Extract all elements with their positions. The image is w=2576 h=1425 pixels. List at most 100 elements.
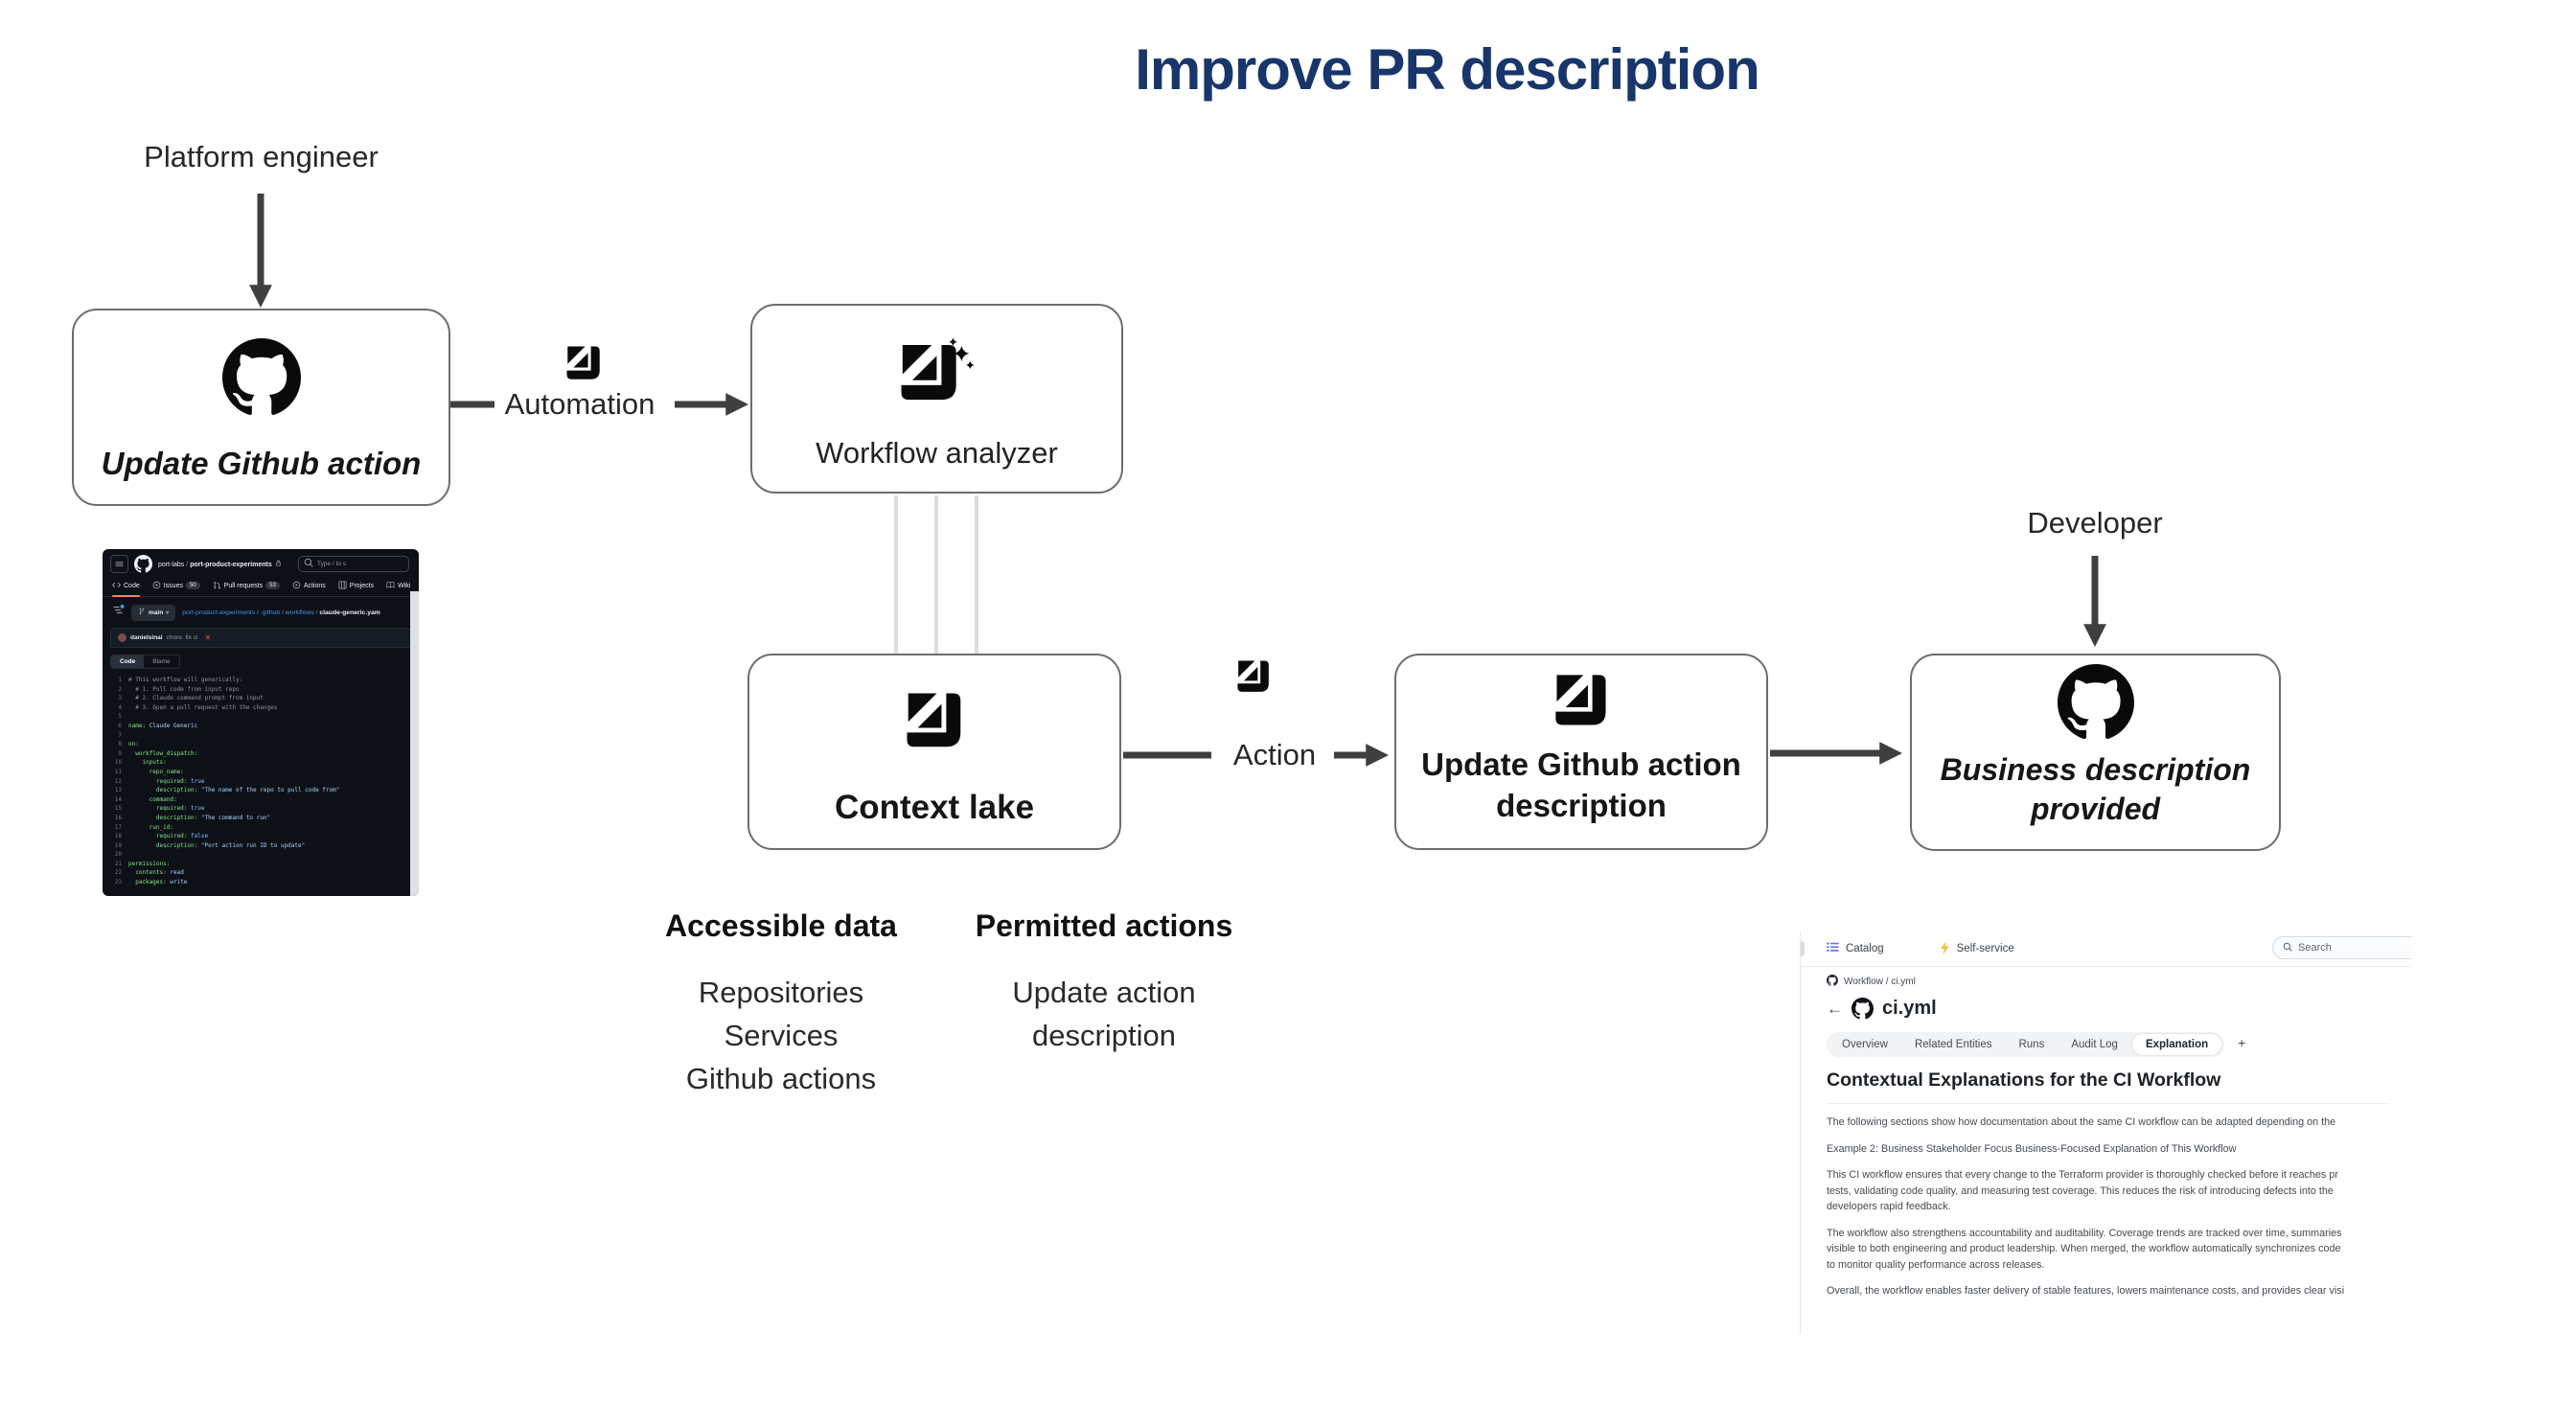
code-line: 13 description: "The name of the repo to…	[103, 786, 419, 795]
line-number: 23	[114, 879, 122, 886]
commit-author[interactable]: danielsinai	[130, 634, 163, 641]
github-icon	[1827, 975, 1838, 989]
code-line: 12 required: true	[103, 777, 419, 787]
column-heading: Accessible data	[665, 908, 897, 943]
github-toolbar: main▾ port-product-experiments / .github…	[103, 597, 419, 627]
column-item: Services	[724, 1019, 839, 1052]
github-nav-actions[interactable]: Actions	[292, 575, 326, 596]
tab-label: Actions	[303, 582, 326, 589]
github-nav-wiki[interactable]: Wiki	[386, 575, 410, 596]
tab-related-entities[interactable]: Related Entities	[1914, 1039, 1992, 1050]
search-icon	[304, 558, 313, 569]
github-logo-icon[interactable]	[134, 554, 152, 573]
node-workflow-analyzer: Workflow analyzer	[750, 304, 1123, 494]
breadcrumb-separator: /	[186, 561, 189, 568]
search-placeholder: Type / to s	[317, 560, 346, 567]
repo-name[interactable]: port-product-experiments	[190, 561, 272, 568]
repo-org[interactable]: port-labs	[158, 561, 185, 568]
commit-message[interactable]: chore: fix ci	[166, 634, 198, 641]
book-icon	[386, 581, 395, 591]
sidebar-edge	[1801, 941, 1805, 956]
code-line: 3 # 2. Claude command prompt from input	[103, 694, 419, 703]
code-line: 2 # 1. Pull code from input repo	[103, 685, 419, 695]
tab-label: Code	[124, 582, 140, 589]
tab-blame[interactable]: Blame	[152, 658, 171, 665]
page-title: Improve PR description	[1135, 37, 1760, 102]
github-search-input[interactable]: Type / to s	[298, 555, 409, 572]
divider	[1827, 1103, 2390, 1104]
line-number: 10	[114, 759, 122, 767]
back-arrow-icon[interactable]: ←	[1827, 1000, 1843, 1018]
column-item: Repositories	[698, 976, 864, 1009]
lock-icon	[275, 560, 282, 568]
code-viewer[interactable]: 1# This workflow will generically:2 # 1.…	[103, 674, 419, 887]
file-breadcrumb: port-product-experiments / .github / wor…	[182, 609, 380, 616]
entity-tabs: Overview Related Entities Runs Audit Log Exp…	[1827, 1032, 2225, 1057]
entity-breadcrumb[interactable]: Workflow / ci.yml	[1827, 975, 2411, 989]
add-tab-button[interactable]: +	[2238, 1035, 2246, 1050]
developer-label: Developer	[2027, 506, 2163, 540]
github-nav-projects[interactable]: Projects	[338, 575, 374, 596]
tab-label: Projects	[349, 582, 375, 589]
paragraph: The following sections show how document…	[1827, 1116, 2336, 1128]
entity-title-row: ← ci.yml	[1827, 998, 2411, 1020]
pull-request-icon	[213, 581, 221, 591]
file-tree-icon[interactable]	[112, 604, 125, 621]
issue-icon	[152, 581, 161, 591]
github-nav-code[interactable]: Code	[111, 575, 140, 597]
branch-name: main	[149, 609, 164, 616]
node-update-github-action-description: Update Github action description	[1394, 654, 1768, 850]
tab-label: Wiki	[398, 582, 411, 589]
line-number: 2	[118, 685, 122, 693]
port-logo-icon	[1236, 659, 1271, 694]
port-logo-icon	[1396, 655, 1766, 745]
code-line: 9 workflow_dispatch:	[103, 749, 419, 759]
tab-explanation[interactable]: Explanation	[2130, 1033, 2223, 1056]
tab-overview[interactable]: Overview	[1842, 1039, 1888, 1050]
code-line: 10 inputs:	[103, 758, 419, 768]
chevron-down-icon: ▾	[166, 609, 170, 616]
column-item: description	[1032, 1019, 1176, 1052]
x-failed-icon[interactable]: ✕	[204, 633, 212, 642]
breadcrumb-links[interactable]: port-product-experiments / .github / wor…	[182, 609, 320, 616]
line-number: 3	[118, 695, 122, 702]
paragraph: This CI workflow ensures that every chan…	[1827, 1169, 2338, 1212]
line-number: 21	[114, 860, 122, 867]
play-circle-icon	[292, 581, 301, 591]
search-input[interactable]: Search	[2272, 936, 2411, 959]
tab-audit-log[interactable]: Audit Log	[2071, 1039, 2118, 1050]
nav-item-self-service[interactable]: Self-service	[1940, 940, 2014, 957]
code-line: 7	[103, 731, 419, 741]
column-heading: Permitted actions	[975, 908, 1233, 943]
latest-commit-bar[interactable]: danielsinai chore: fix ci ✕	[110, 628, 411, 648]
code-line: 19 description: "Port action run ID to u…	[103, 841, 419, 851]
paragraph: Example 2: Business Stakeholder Focus Bu…	[1827, 1142, 2237, 1155]
port-logo-icon	[565, 345, 602, 381]
line-number: 7	[118, 731, 122, 739]
node-label: Workflow analyzer	[816, 435, 1058, 470]
hamburger-menu-icon[interactable]	[110, 554, 128, 573]
port-ai-icon	[752, 306, 1121, 434]
entity-title: ci.yml	[1882, 998, 1937, 1019]
automation-edge-label: Automation	[504, 387, 656, 421]
line-number: 5	[118, 713, 122, 721]
branch-selector-button[interactable]: main▾	[131, 604, 176, 621]
tab-code[interactable]: Code	[111, 655, 145, 668]
line-number: 12	[114, 777, 122, 785]
code-line: 22 contents: read	[103, 868, 419, 878]
code-line: 11 repo_name:	[103, 768, 419, 777]
scrollbar[interactable]	[410, 591, 419, 896]
count-badge: 50	[185, 582, 200, 589]
tab-runs[interactable]: Runs	[2018, 1039, 2045, 1050]
nav-item-catalog[interactable]: Catalog	[1827, 942, 1884, 954]
line-number: 19	[114, 841, 122, 849]
line-number: 15	[114, 805, 122, 813]
breadcrumb-file: claude-generic.yam	[319, 609, 380, 616]
